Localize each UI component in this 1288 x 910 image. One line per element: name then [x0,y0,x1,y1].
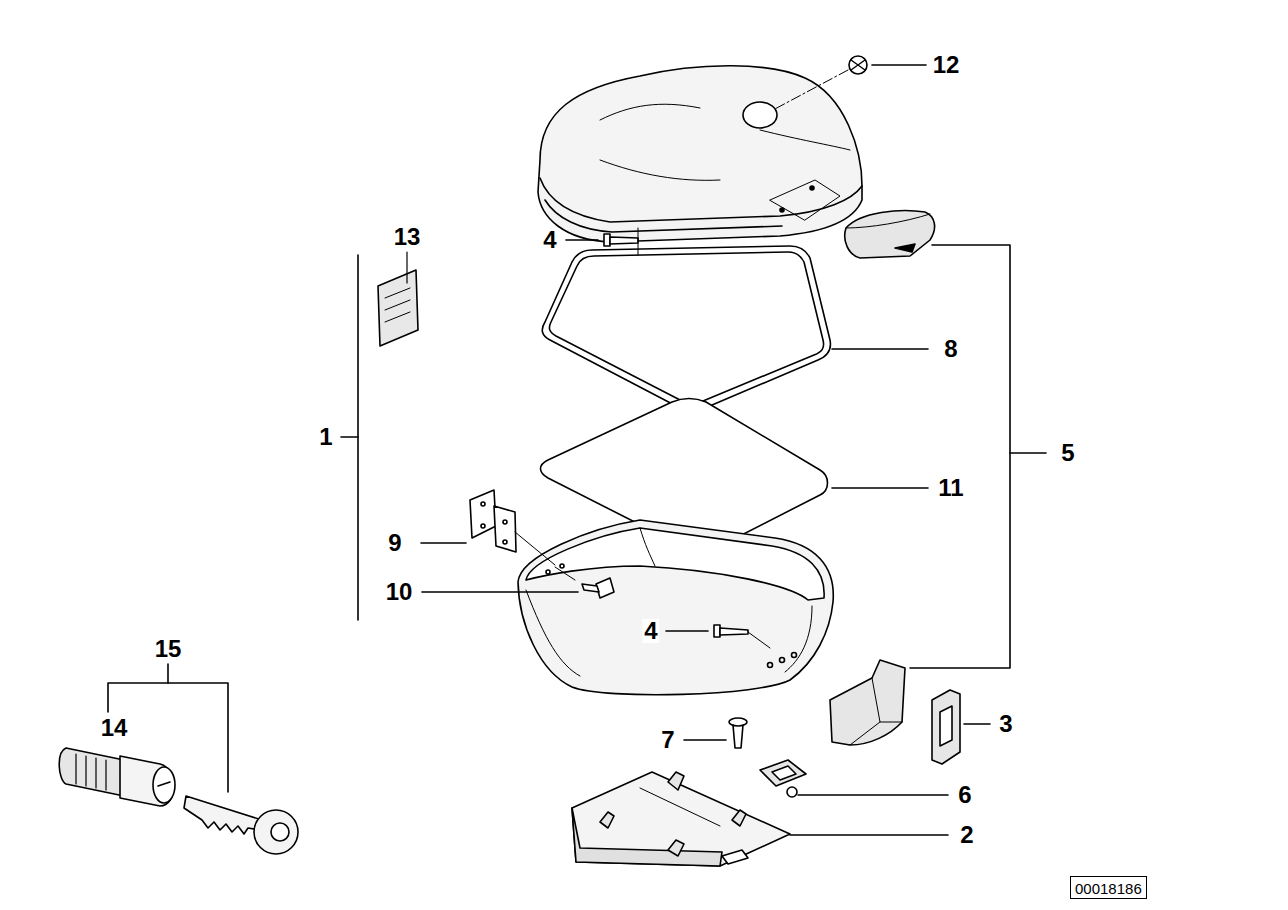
latch [760,760,948,797]
lid [538,66,862,242]
callout-number: 9 [386,531,403,555]
sticker [378,252,418,346]
emblem [773,56,926,110]
clip [932,690,990,764]
plug [684,718,747,748]
key [184,796,298,854]
screw [566,228,638,255]
callout-number: 11 [936,476,965,500]
callout-number: 10 [384,580,415,604]
callout-number: 3 [997,712,1014,736]
callout-number: 1 [317,425,334,449]
callout-number: 12 [931,53,962,77]
callout-number: 2 [958,823,975,847]
callout-number: 5 [1059,441,1076,465]
callout-number: 14 [99,716,130,740]
callout-number: 4 [642,619,659,643]
bracket [341,436,358,438]
bracket [910,245,1046,668]
corner-piece [830,660,905,745]
cover-cap [845,211,935,258]
callout-number: 8 [942,337,959,361]
gasket [542,246,928,411]
base-plate [572,772,948,866]
callout-number: 6 [956,783,973,807]
lock-cylinder [59,748,175,806]
hinge [421,490,555,565]
screw [666,625,770,648]
callout-number: 13 [392,225,423,249]
callout-number: 15 [153,637,184,661]
bolt [422,567,614,598]
pad [541,398,929,552]
drawing-number-box: 00018186 [1070,876,1147,899]
drawing-number: 00018186 [1075,881,1142,896]
callout-number: 7 [659,728,676,752]
callout-number: 4 [541,228,558,252]
base [518,520,833,695]
